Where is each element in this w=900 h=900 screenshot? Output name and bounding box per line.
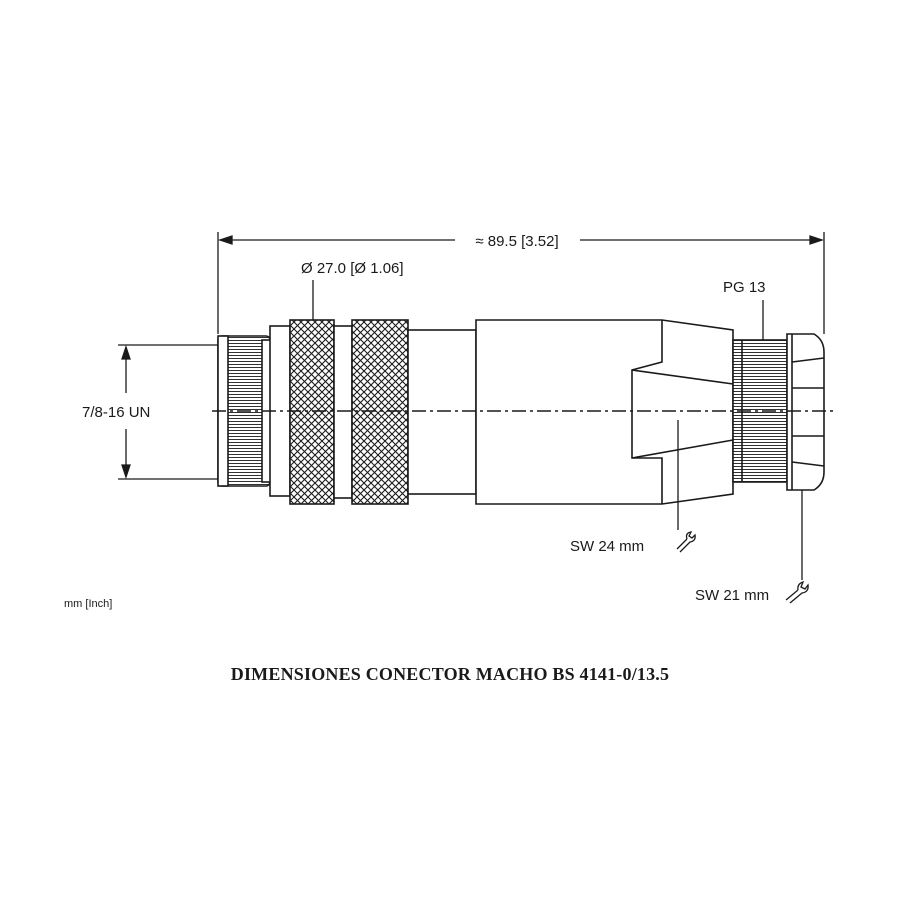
neck-section	[407, 329, 477, 495]
wrench-flat	[631, 320, 663, 504]
units-note: mm [Inch]	[64, 598, 112, 610]
drawing-title: DIMENSIONES CONECTOR MACHO BS 4141-0/13.…	[230, 664, 670, 684]
wrench-icon	[785, 580, 809, 604]
overall-length-dimension	[217, 232, 825, 334]
knurled-ring-1	[289, 319, 335, 505]
hex-nut	[786, 333, 825, 491]
main-body	[475, 319, 734, 505]
wrench-1-label: SW 24 mm	[570, 538, 644, 555]
connector-body	[217, 319, 825, 505]
overall-length-label: ≈ 89.5 [3.52]	[475, 233, 558, 250]
wrench-2-label: SW 21 mm	[695, 587, 769, 604]
thread-height-dimension	[118, 344, 218, 480]
thread-left-label: 7/8-16 UN	[82, 404, 150, 421]
diameter-label: Ø 27.0 [Ø 1.06]	[301, 260, 404, 277]
knurled-ring-2	[351, 319, 409, 505]
wrench-icon	[676, 531, 696, 553]
thread-right-label: PG 13	[723, 279, 766, 296]
